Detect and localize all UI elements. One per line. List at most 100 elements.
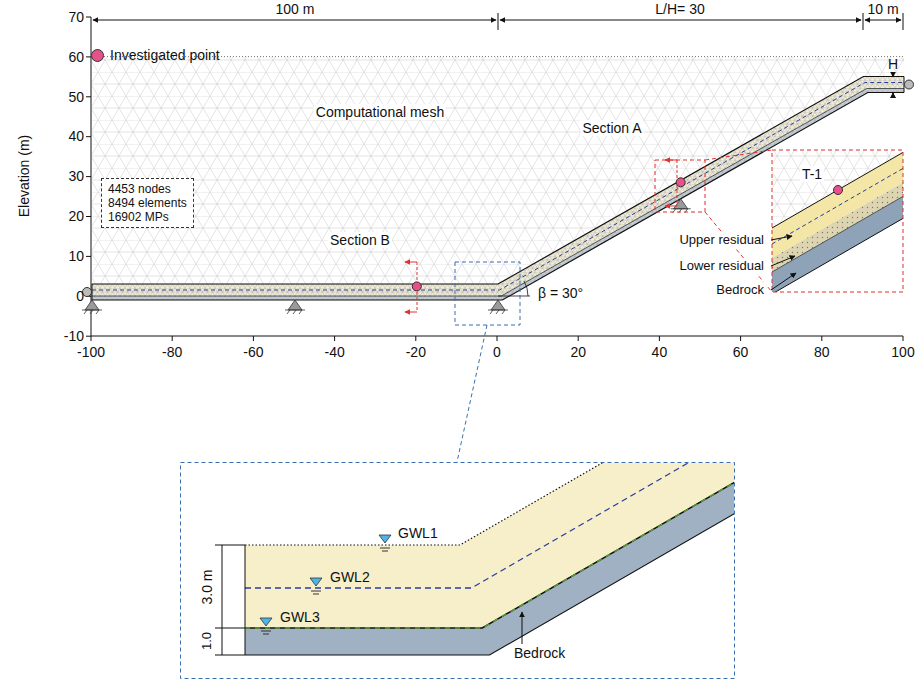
axis-ticks bbox=[86, 17, 903, 341]
annotation: Bedrock bbox=[514, 645, 565, 661]
leader bbox=[771, 236, 792, 240]
tick-label: 20 bbox=[570, 344, 586, 360]
legend-row: Investigated point bbox=[91, 47, 220, 63]
annotation: Section A bbox=[580, 120, 643, 136]
annotation: Computational mesh bbox=[314, 104, 446, 120]
support-hatch bbox=[488, 310, 508, 314]
dim-h2 bbox=[893, 93, 894, 98]
inset-line bbox=[772, 196, 903, 272]
dim-lh bbox=[500, 20, 861, 21]
water-symbol bbox=[310, 578, 322, 586]
tick-label: 0 bbox=[76, 288, 84, 304]
zoom-line bbox=[457, 325, 487, 462]
annotation: GWL1 bbox=[398, 525, 438, 541]
tick-label: -100 bbox=[77, 344, 105, 360]
annotation: GWL3 bbox=[280, 609, 320, 625]
tick-label: -40 bbox=[324, 344, 344, 360]
annotation: 3.0 m bbox=[199, 569, 215, 604]
section-arrow bbox=[665, 206, 677, 207]
leader bbox=[771, 273, 796, 290]
mesh-info-box: 4453 nodes8494 elements16902 MPs bbox=[101, 178, 194, 228]
section-inset bbox=[181, 463, 734, 677]
zoom-inset bbox=[772, 150, 903, 292]
annotation: Bedrock bbox=[714, 282, 766, 298]
gwl3-line bbox=[245, 463, 734, 628]
tick-label: 10 bbox=[68, 248, 84, 264]
support bbox=[674, 199, 688, 209]
annotation: Upper residual bbox=[677, 232, 766, 248]
support-hatch bbox=[82, 310, 102, 314]
tick-label: 40 bbox=[652, 344, 668, 360]
node-text: 4453 nodes bbox=[108, 182, 187, 196]
annotation: Lower residual bbox=[677, 258, 766, 274]
tick-label: -60 bbox=[243, 344, 263, 360]
tick-label: 30 bbox=[68, 168, 84, 184]
node-text: 16902 MPs bbox=[108, 210, 187, 224]
annotation: L/H= 30 bbox=[653, 1, 706, 17]
annotation: β = 30° bbox=[536, 285, 585, 301]
water-symbol bbox=[260, 618, 272, 626]
leader bbox=[771, 256, 795, 266]
tick-label: 100 bbox=[891, 344, 914, 360]
investigated-point bbox=[834, 186, 843, 195]
water-symbol bbox=[379, 535, 391, 543]
tick-label: -20 bbox=[406, 344, 426, 360]
tick-label: -10 bbox=[64, 328, 84, 344]
water-symbol-lines bbox=[261, 631, 271, 634]
tick-label: 50 bbox=[68, 89, 84, 105]
node-text: 8494 elements bbox=[108, 196, 187, 210]
annotation: GWL2 bbox=[330, 569, 370, 585]
annotation: H bbox=[888, 56, 898, 72]
inset-surface bbox=[772, 152, 903, 228]
annotation: 100 m bbox=[274, 1, 317, 17]
dim-h1 bbox=[893, 72, 894, 77]
inset-frame bbox=[772, 150, 903, 292]
tick-label: 40 bbox=[68, 128, 84, 144]
zoom-box bbox=[655, 160, 705, 212]
investigated-point bbox=[412, 282, 421, 291]
gwl3-line bbox=[245, 463, 734, 628]
inset-line bbox=[772, 218, 903, 292]
leader bbox=[522, 612, 523, 644]
annotation: 1.0 bbox=[199, 632, 215, 650]
dim-h bbox=[893, 74, 894, 98]
annotation: 10 m bbox=[865, 1, 900, 17]
inset-gwl bbox=[772, 168, 903, 244]
investigated-point bbox=[676, 178, 685, 187]
section-arrow bbox=[405, 312, 417, 313]
inset-frame bbox=[181, 463, 735, 679]
tick-label: 60 bbox=[68, 49, 84, 65]
legend-swatch bbox=[91, 49, 104, 62]
tick-label: -80 bbox=[162, 344, 182, 360]
support-hatch bbox=[285, 310, 305, 314]
dim-depth bbox=[215, 545, 245, 655]
water-symbol-lines bbox=[380, 548, 390, 551]
support bbox=[491, 300, 505, 310]
zoom-box bbox=[455, 262, 520, 325]
tick-label: 20 bbox=[68, 208, 84, 224]
water-symbol-lines bbox=[311, 591, 321, 594]
gwl1-line bbox=[245, 463, 734, 545]
annotation: T-1 bbox=[800, 166, 824, 182]
bedrock-bottom bbox=[245, 487, 734, 655]
beta-arc bbox=[498, 281, 530, 296]
axes bbox=[91, 17, 903, 336]
dim-100 bbox=[93, 20, 496, 21]
section-arrow bbox=[405, 262, 417, 263]
annotation: Elevation (m) bbox=[16, 135, 32, 217]
dim-10 bbox=[865, 20, 901, 21]
tick-label: 70 bbox=[68, 9, 84, 25]
roller bbox=[905, 80, 914, 89]
tick-label: 80 bbox=[814, 344, 830, 360]
legend-text: Investigated point bbox=[110, 47, 220, 63]
tick-label: 60 bbox=[733, 344, 749, 360]
tick-label: 0 bbox=[493, 344, 501, 360]
annotation: Section B bbox=[328, 232, 392, 248]
support bbox=[288, 300, 302, 310]
support bbox=[85, 300, 99, 310]
inset-edge bbox=[245, 545, 246, 655]
bedrock-layer bbox=[245, 463, 734, 655]
bedrock-layer bbox=[772, 196, 903, 292]
